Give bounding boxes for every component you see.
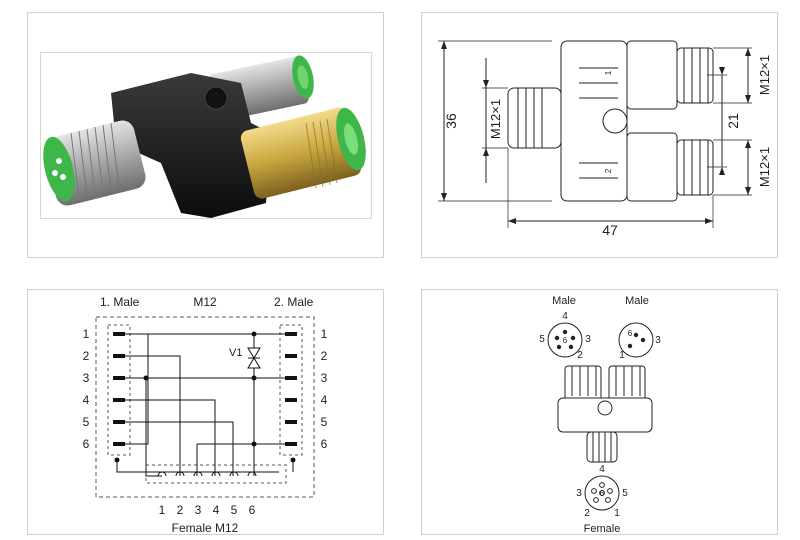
male-connector-2-outline [626, 132, 678, 202]
adapter-outline [557, 365, 653, 463]
adapter-housing [111, 73, 271, 218]
male-1-pin-2: 2 [577, 350, 583, 361]
height-dimension-label: 36 [443, 113, 459, 129]
male-1-pin-1: 1 [83, 327, 90, 341]
female-pin-1: 1 [159, 503, 166, 517]
male-1-pin-3: 3 [585, 334, 591, 345]
female-pin-5: 5 [622, 488, 628, 499]
male-2-pin-2: 2 [321, 349, 328, 363]
mounting-hole [602, 108, 628, 134]
male-2-title: 2. Male [274, 295, 314, 309]
female-contacts [157, 471, 257, 477]
male-2-pin-6: 6 [628, 329, 633, 338]
width-dimension-label: 47 [602, 222, 618, 238]
male-1-pin-5: 5 [83, 415, 90, 429]
adapter-frame [95, 316, 315, 498]
mounting-hole [204, 86, 228, 110]
port-1-marking: 1 [604, 70, 613, 75]
female-pin-2: 2 [177, 503, 184, 517]
product-photo-panel [27, 12, 384, 258]
male-1-thread-label: M12×1 [757, 55, 772, 95]
male-2-contacts [285, 332, 297, 446]
female-pin-4: 4 [599, 464, 605, 475]
male-1-face [547, 322, 583, 358]
female-thread-label: M12×1 [488, 99, 503, 139]
male-1-title: 1. Male [100, 295, 140, 309]
male-1-pin-2: 2 [83, 349, 90, 363]
male-2-face [618, 322, 654, 358]
female-pin-3: 3 [195, 503, 202, 517]
female-pin-3: 3 [576, 488, 582, 499]
male-2-thread-label: M12×1 [757, 147, 772, 187]
male-connector-1-outline [626, 40, 678, 110]
port-spacing-label: 21 [725, 113, 741, 129]
diode-label: V1 [229, 347, 242, 359]
male-2-pin-6: 6 [321, 437, 328, 451]
housing-outline [560, 40, 628, 202]
female-pin-6: 6 [600, 489, 605, 498]
male-2-pin-5: 5 [321, 415, 328, 429]
male-1-pin-6: 6 [83, 437, 90, 451]
female-title: Female M12 [172, 521, 239, 535]
pinout-panel: Male Male Female 4 5 6 3 2 6 3 1 4 3 6 5… [421, 289, 778, 535]
male-1-pin-5: 5 [539, 334, 545, 345]
male-2-label: Male [625, 295, 649, 307]
diode-v1-symbol [247, 347, 261, 369]
male-1-label: Male [552, 295, 576, 307]
female-face [584, 475, 620, 511]
product-photo [40, 52, 372, 219]
male-2-pin-1: 1 [619, 350, 625, 361]
female-pin-1: 1 [614, 508, 620, 519]
y-adapter-photo-illustration [43, 55, 366, 218]
male-1-pin-4: 4 [83, 393, 90, 407]
dimension-drawing-panel: 36 M12×1 47 M12×1 M12×1 21 1 2 [421, 12, 778, 258]
female-pin-5: 5 [231, 503, 238, 517]
male-1-connector-frame [107, 324, 131, 456]
male-2-pin-3: 3 [655, 335, 661, 346]
male-2-pin-3: 3 [321, 371, 328, 385]
pinout-diagram: Male Male Female 4 5 6 3 2 6 3 1 4 3 6 5… [539, 295, 661, 535]
male-2-pin-1: 1 [321, 327, 328, 341]
female-connector [43, 120, 146, 206]
female-label: Female [584, 523, 621, 535]
wires [116, 333, 294, 477]
male-1-pin-6: 6 [563, 336, 568, 345]
female-pin-4: 4 [213, 503, 220, 517]
center-title: M12 [193, 295, 217, 309]
male-2-pin-4: 4 [321, 393, 328, 407]
female-pin-2: 2 [584, 508, 590, 519]
male-2-connector-frame [279, 324, 303, 456]
male-1-contacts [113, 332, 125, 446]
male-1-pin-3: 3 [83, 371, 90, 385]
female-pin-6: 6 [249, 503, 256, 517]
front-male-connector [240, 107, 366, 199]
male-1-pin-4: 4 [562, 311, 568, 322]
wiring-diagram: V1 1. Male M12 2. Male Female M12 1 2 3 … [83, 295, 328, 535]
dimension-drawing: 36 M12×1 47 M12×1 M12×1 21 1 2 [438, 40, 772, 238]
female-connector-frame [145, 464, 287, 484]
port-2-marking: 2 [604, 168, 613, 173]
wiring-diagram-panel: V1 1. Male M12 2. Male Female M12 1 2 3 … [27, 289, 384, 535]
